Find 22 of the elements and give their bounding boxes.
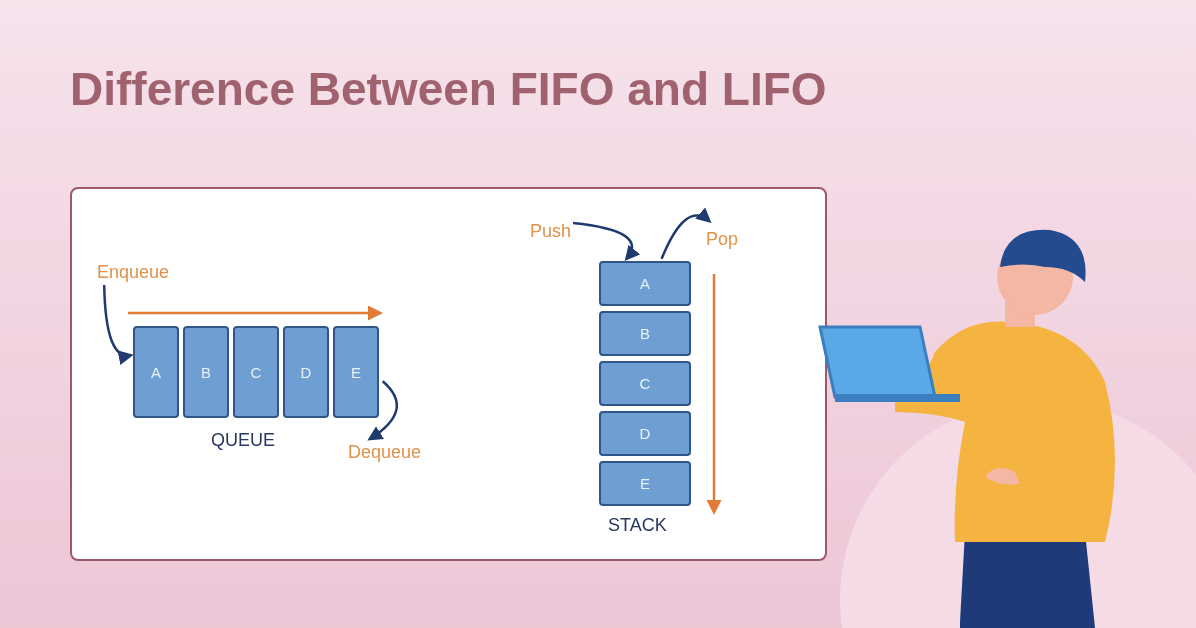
data-cell: E [599, 461, 691, 506]
data-cell: D [599, 411, 691, 456]
data-cell: C [599, 361, 691, 406]
curved-arrow [660, 207, 712, 260]
title: Difference Between FIFO and LIFO [70, 62, 827, 116]
operation-label: Dequeue [348, 442, 422, 462]
data-cell: C [233, 326, 279, 418]
data-cell: B [183, 326, 229, 418]
data-cell: A [133, 326, 179, 418]
data-cell: A [599, 261, 691, 306]
curved-arrow [367, 380, 398, 441]
data-cell: E [333, 326, 379, 418]
diagram-panel [70, 187, 827, 561]
curved-arrow [102, 284, 134, 364]
data-cell: D [283, 326, 329, 418]
structure-caption: QUEUE [211, 430, 275, 450]
operation-label: Enqueue [97, 262, 170, 282]
operation-label: Pop [706, 229, 739, 249]
structure-caption: STACK [608, 515, 667, 535]
operation-label: Push [530, 221, 572, 241]
data-cell: B [599, 311, 691, 356]
curved-arrow [572, 221, 640, 262]
